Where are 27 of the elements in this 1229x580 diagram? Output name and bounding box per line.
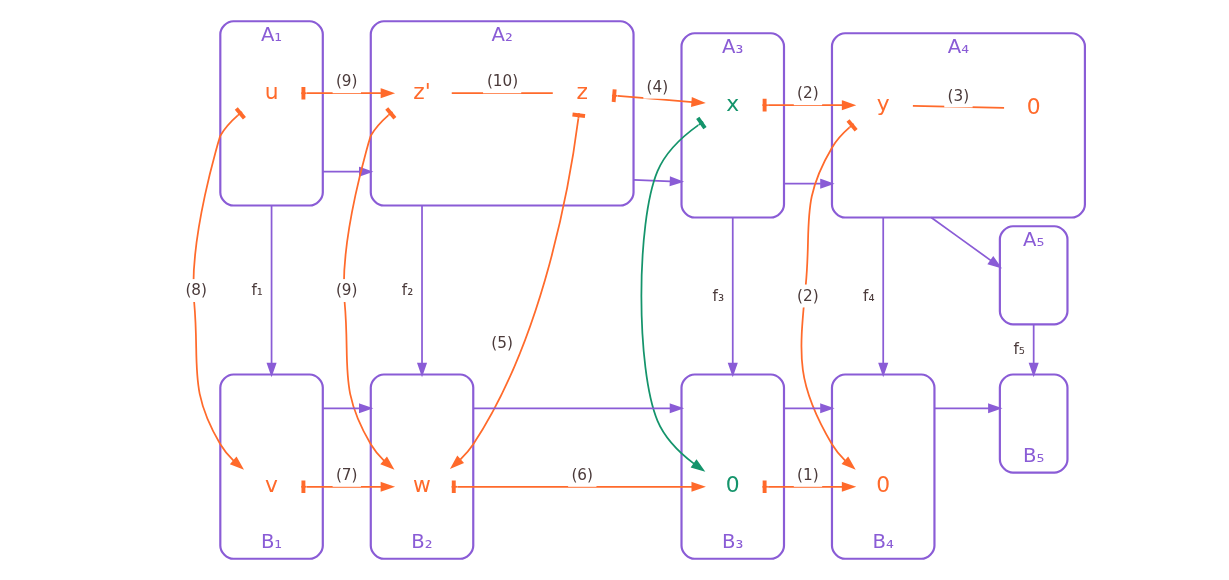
edge-label: (2) — [796, 84, 819, 103]
edge-label: (8) — [184, 281, 207, 300]
node-text: z — [576, 78, 588, 104]
edge-label: (10) — [486, 72, 518, 91]
node-text: y — [876, 90, 890, 116]
node-text: 0 — [1026, 93, 1041, 119]
edge-label: f₃ — [712, 286, 724, 305]
node-text: z' — [412, 78, 431, 104]
edge-label: (5) — [490, 334, 513, 352]
edge-label: (1) — [796, 465, 819, 484]
node-text: u — [264, 78, 278, 104]
node-text: 0 — [725, 472, 740, 498]
edge-label: (6) — [570, 465, 593, 484]
edge-label: (3) — [947, 86, 969, 105]
edge-label: (9) — [335, 281, 357, 300]
node-text: v — [264, 472, 278, 498]
node-text: w — [412, 472, 431, 498]
edge-label: (4) — [646, 77, 668, 96]
edge-label: f₁ — [250, 280, 263, 299]
edge-label: f₂ — [401, 280, 413, 299]
edge-label: (2) — [796, 286, 819, 305]
edge-label: f₄ — [862, 286, 875, 305]
edge-label: f₅ — [1013, 340, 1025, 358]
edge-label: (7) — [335, 465, 357, 484]
node-text: x — [725, 90, 739, 116]
edge-label: (9) — [335, 72, 357, 91]
node-text: 0 — [875, 472, 890, 498]
